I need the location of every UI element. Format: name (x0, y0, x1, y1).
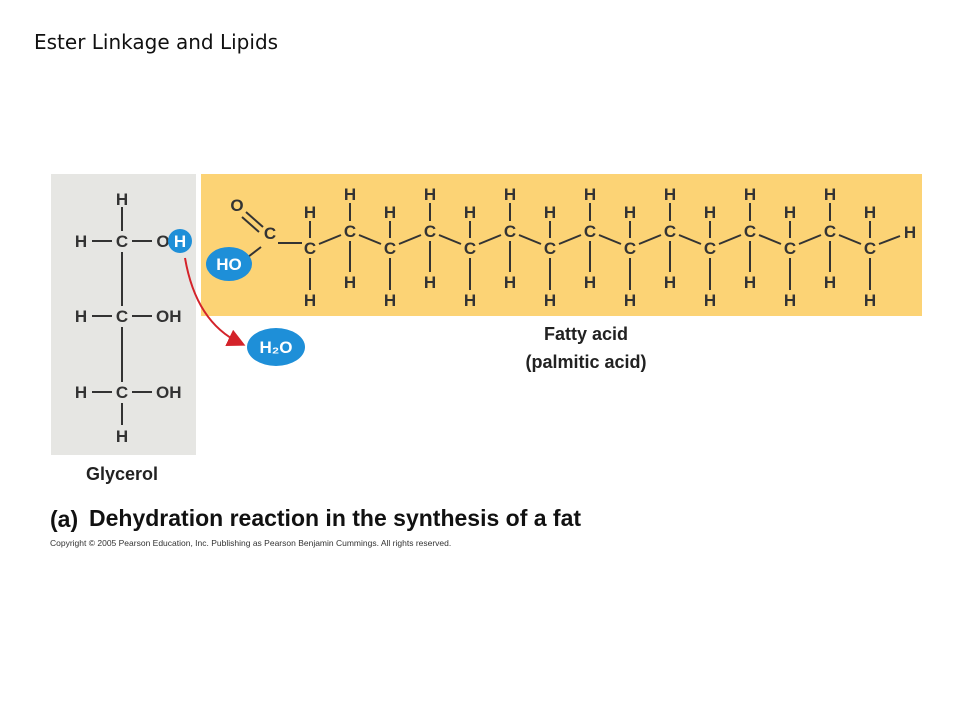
glycerol-row2-hydroxyl: OH (156, 307, 182, 326)
chain-hydrogen: H (664, 185, 676, 204)
fatty-acid-label: Fatty acid (544, 324, 628, 344)
glycerol-panel (51, 174, 196, 455)
water-product-highlight (247, 328, 305, 366)
fatty-acid-head: O C HO (206, 196, 276, 281)
chain-carbon: C (744, 222, 756, 241)
chain-carbon: C (864, 239, 876, 258)
glycerol-bonds (92, 207, 152, 425)
glycerol-top-hydrogen: H (116, 190, 128, 209)
chain-hydrogen: H (624, 203, 636, 222)
figure-caption: Dehydration reaction in the synthesis of… (89, 505, 581, 531)
glycerol-row2-left-h: H (75, 307, 87, 326)
chain-hydrogen: H (744, 185, 756, 204)
chain-hydrogen: H (704, 203, 716, 222)
chain-hydrogen: H (544, 203, 556, 222)
glycerol-row3-left-h: H (75, 383, 87, 402)
chain-hydrogen: H (344, 273, 356, 292)
chain-hydrogen: H (384, 291, 396, 310)
chain-bond (758, 234, 782, 245)
chain-hydrogen: H (304, 203, 316, 222)
chain-carbon: C (624, 239, 636, 258)
glycerol-row1-oxygen: O (156, 232, 169, 251)
glycerol-row3-carbon: C (116, 383, 128, 402)
glycerol-row1-left-h: H (75, 232, 87, 251)
chain-bond (438, 234, 462, 245)
chain-hydrogen: H (584, 185, 596, 204)
chain-hydrogen: H (504, 273, 516, 292)
chain-hydrogen: H (464, 291, 476, 310)
chain-carbon: C (464, 239, 476, 258)
chain-bond (398, 234, 422, 245)
chain-carbon: C (384, 239, 396, 258)
chain-hydrogen: H (304, 291, 316, 310)
terminal-hydrogen: H (904, 223, 916, 242)
fatty-acid-sublabel: (palmitic acid) (525, 352, 646, 372)
chain-hydrogen: H (824, 185, 836, 204)
figure-part-label: (a) (50, 506, 78, 532)
chain-bond (678, 234, 702, 245)
chain-hydrogen: H (664, 273, 676, 292)
chain-hydrogen: H (784, 291, 796, 310)
chain-bond (638, 234, 662, 245)
chain-carbon: C (664, 222, 676, 241)
chain-carbon: C (824, 222, 836, 241)
water-product: H₂O (259, 338, 292, 357)
chain-hydrogen: H (864, 203, 876, 222)
chain-hydrogen: H (384, 203, 396, 222)
chain-hydrogen: H (864, 291, 876, 310)
chain-hydrogen: H (744, 273, 756, 292)
glycerol-row3-hydroxyl: OH (156, 383, 182, 402)
chain-hydrogen: H (344, 185, 356, 204)
glycerol-row1-hydroxyl-h: H (174, 232, 186, 251)
slide-title: Ester Linkage and Lipids (34, 30, 279, 54)
chain-bond (558, 234, 582, 245)
chain-hydrogen: H (784, 203, 796, 222)
glycerol-row1-carbon: C (116, 232, 128, 251)
chain-hydrogen: H (424, 185, 436, 204)
chain-hydrogen: H (584, 273, 596, 292)
reaction-arrow (184, 257, 246, 346)
chain-bond (798, 234, 822, 245)
copyright-notice: Copyright © 2005 Pearson Education, Inc.… (50, 538, 451, 548)
chain-hydrogen: H (504, 185, 516, 204)
chain-hydrogen: H (824, 273, 836, 292)
hydroxyl-hydrogen-highlight (168, 229, 192, 253)
chain-hydrogen: H (544, 291, 556, 310)
chain-carbon: C (784, 239, 796, 258)
chain-bond (838, 234, 862, 245)
chain-carbon: C (704, 239, 716, 258)
chain-carbon: C (304, 239, 316, 258)
chain-bond (718, 234, 742, 245)
chain-hydrogen: H (624, 291, 636, 310)
glycerol-bottom-hydrogen: H (116, 427, 128, 446)
chain-hydrogen: H (704, 291, 716, 310)
palmitic-acid-chain: CHHCHHCHHCHHCHHCHHCHHCHHCHHCHHCHHCHHCHHC… (278, 185, 916, 310)
chain-carbon: C (544, 239, 556, 258)
chain-carbon: C (344, 222, 356, 241)
chain-carbon: C (424, 222, 436, 241)
chain-carbon: C (504, 222, 516, 241)
chain-hydrogen: H (424, 273, 436, 292)
hydroxyl-group-highlight (206, 247, 252, 281)
chain-carbon: C (584, 222, 596, 241)
hydroxyl-group: HO (216, 255, 242, 274)
glycerol-row2-carbon: C (116, 307, 128, 326)
chain-bond (878, 235, 901, 245)
glycerol-molecule: H H C O H H C OH H C OH H (75, 190, 192, 446)
chain-bond (358, 234, 382, 245)
chain-hydrogen: H (464, 203, 476, 222)
chain-bond (318, 234, 342, 245)
glycerol-label: Glycerol (86, 464, 158, 484)
chain-bond (598, 234, 622, 245)
carbonyl-oxygen: O (230, 196, 243, 215)
carboxyl-carbon: C (264, 224, 276, 243)
chain-bond (478, 234, 502, 245)
chain-bond (518, 234, 542, 245)
fatty-acid-panel (201, 174, 922, 316)
